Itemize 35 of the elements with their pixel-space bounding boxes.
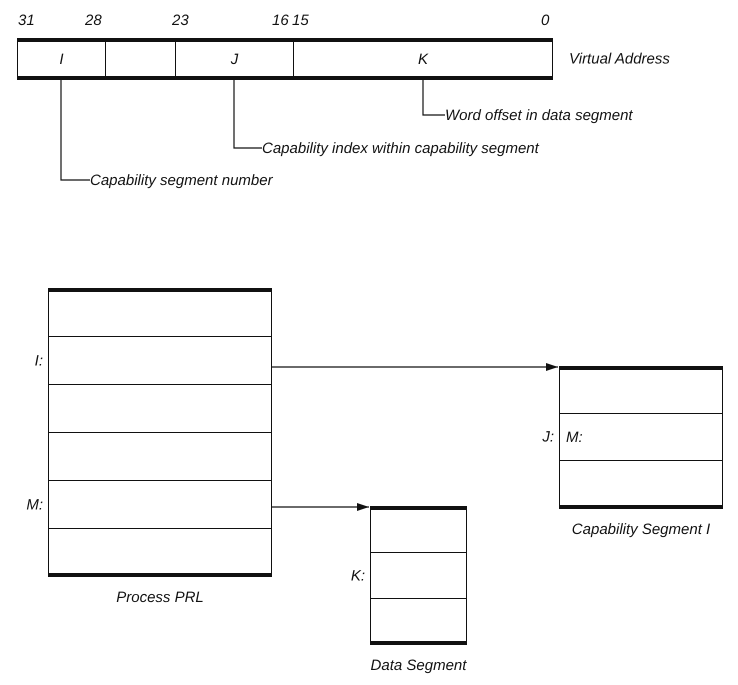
row-label: I: xyxy=(34,352,43,369)
table-caption: Data Segment xyxy=(370,657,466,674)
row-label: M: xyxy=(566,428,583,446)
leader-line xyxy=(422,80,445,116)
bit-number: 28 xyxy=(85,12,102,29)
bit-field: K xyxy=(293,38,553,80)
memory-row xyxy=(370,598,467,645)
bit-field xyxy=(105,38,175,80)
bit-number: 31 xyxy=(18,12,35,29)
table-caption: Capability Segment I xyxy=(572,521,710,538)
bit-number: 15 xyxy=(292,12,309,29)
bit-number: 23 xyxy=(172,12,189,29)
memory-row xyxy=(48,288,272,336)
leader-line xyxy=(60,80,90,181)
callout-text: Word offset in data segment xyxy=(445,104,735,126)
row-label: M: xyxy=(26,496,43,513)
arrow xyxy=(272,503,369,511)
memory-row xyxy=(48,384,272,432)
row-label: K: xyxy=(350,567,365,584)
bit-number: 0 xyxy=(541,12,550,29)
memory-row xyxy=(559,460,723,509)
bit-field: J xyxy=(175,38,293,80)
leader-line xyxy=(233,80,262,149)
callout-text: Capability index within capability segment xyxy=(262,137,602,159)
register-name: Virtual Address xyxy=(569,50,670,68)
callout-text: Capability segment number xyxy=(90,169,330,191)
bit-number: 16 xyxy=(272,12,289,29)
memory-row xyxy=(48,432,272,480)
row-label: J: xyxy=(542,428,554,446)
bit-field: I xyxy=(17,38,105,80)
memory-row xyxy=(370,506,467,552)
memory-row xyxy=(48,528,272,577)
table-caption: Process PRL xyxy=(116,589,204,606)
arrow xyxy=(272,363,558,371)
memory-row xyxy=(559,366,723,413)
